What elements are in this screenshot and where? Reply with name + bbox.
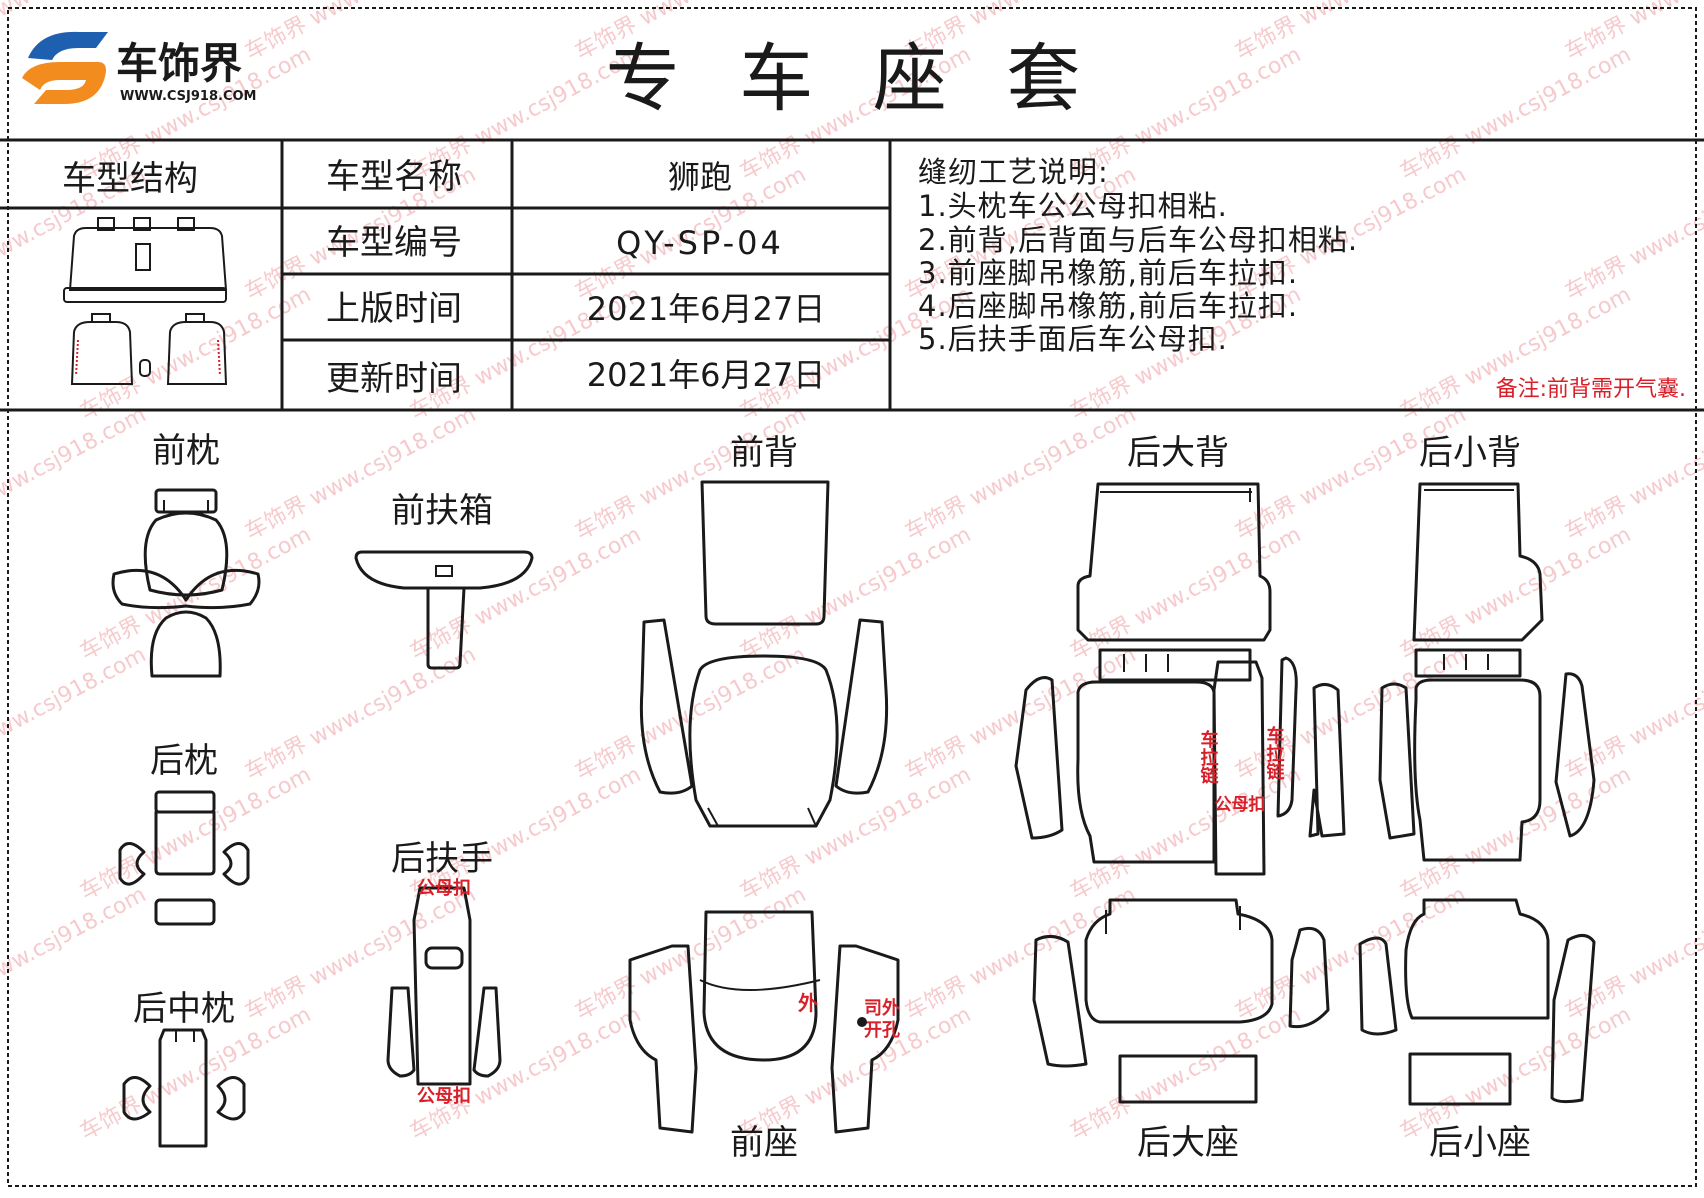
watermark-text: 车饰界 www.csj918.com bbox=[1561, 642, 1704, 785]
label-front-seat: 前座 bbox=[730, 1123, 798, 1163]
rear-big-back-pattern bbox=[1014, 482, 1346, 876]
rear-small-seat-pattern bbox=[1358, 898, 1596, 1106]
stamp-border bbox=[7, 7, 1697, 1187]
front-pillow-pattern bbox=[111, 488, 261, 678]
row-name-value: 狮跑 bbox=[668, 158, 732, 196]
annotation-driver-hole-1: 司外 bbox=[864, 997, 900, 1019]
row-release-label: 上版时间 bbox=[326, 289, 462, 329]
sewing-annotations: 公母扣 公母扣 公母扣 车拉链 车拉链 外 司外 开孔 bbox=[417, 725, 1285, 1107]
watermark-text: 车饰界 www.csj918.com bbox=[406, 1002, 645, 1145]
watermark-text: 车饰界 www.csj918.com bbox=[241, 642, 480, 785]
watermark-text: 车饰界 www.csj918.com bbox=[901, 402, 1140, 545]
brand-name: 车饰界 bbox=[116, 39, 242, 88]
rear-pillow-pattern bbox=[118, 790, 250, 926]
page-title: 专 车 座 套 bbox=[606, 36, 1099, 122]
car-structure-icon bbox=[63, 217, 228, 385]
row-update-label: 更新时间 bbox=[326, 359, 462, 399]
watermark-text: 车饰界 www.csj918.com bbox=[241, 882, 480, 1025]
note-item-2: 2.前背,后背面与后车公母扣相粘. bbox=[918, 223, 1358, 257]
rear-mid-pillow-pattern bbox=[122, 1028, 246, 1148]
watermark-text: 车饰界 www.csj918.com bbox=[901, 642, 1140, 785]
label-front-back: 前背 bbox=[730, 433, 798, 473]
watermark-text: 车饰界 www.csj918.com bbox=[1561, 0, 1704, 65]
watermark-text: 车饰界 www.csj918.com bbox=[0, 402, 150, 545]
row-update-value: 2021年6月27日 bbox=[587, 356, 826, 394]
annotation-zipper-right: 车拉链 bbox=[1264, 725, 1285, 781]
part-labels: 前枕 前扶箱 前背 后大背 后小背 后枕 后扶手 后中枕 前座 后大座 后小座 bbox=[133, 431, 1531, 1163]
watermark-text: 车饰界 www.csj918.com bbox=[1561, 162, 1704, 305]
label-rear-big-seat: 后大座 bbox=[1137, 1123, 1239, 1163]
label-rear-pillow: 后枕 bbox=[150, 741, 218, 781]
sewing-notes: 缝纫工艺说明: 1.头枕车公公母扣相粘. 2.前背,后背面与后车公母扣相粘. 3… bbox=[918, 155, 1686, 402]
label-front-armbox: 前扶箱 bbox=[391, 491, 493, 531]
annotation-driver-hole-2: 开孔 bbox=[864, 1020, 900, 1041]
brand-logo: 车饰界 WWW.CSJ918.COM bbox=[22, 31, 256, 104]
brand-url: WWW.CSJ918.COM bbox=[120, 89, 256, 104]
watermark-text: 车饰界 www.csj918.com bbox=[1561, 402, 1704, 545]
note-item-1: 1.头枕车公公母扣相粘. bbox=[918, 189, 1228, 223]
note-item-5: 5.后扶手面后车公母扣. bbox=[918, 322, 1228, 356]
label-rear-big-back: 后大背 bbox=[1127, 433, 1229, 473]
watermark-text: 车饰界 www.csj918.com bbox=[1561, 882, 1704, 1025]
note-item-3: 3.前座脚吊橡筋,前后车拉扣. bbox=[918, 256, 1298, 290]
note-item-4: 4.后座脚吊橡筋,前后车拉扣. bbox=[918, 289, 1298, 323]
watermark-text: 车饰界 www.csj918.com bbox=[1231, 882, 1470, 1025]
watermark-text: 车饰界 www.csj918.com bbox=[1396, 522, 1635, 665]
watermark-text: 车饰界 www.csj918.com bbox=[571, 402, 810, 545]
airbag-hole-dot bbox=[857, 1017, 867, 1027]
annotation-zipper-left: 车拉链 bbox=[1198, 729, 1219, 785]
front-armbox-pattern bbox=[354, 550, 534, 670]
front-seat-pattern bbox=[628, 910, 900, 1134]
logo-mark-icon bbox=[22, 31, 108, 104]
rear-big-seat-pattern bbox=[1032, 898, 1330, 1104]
structure-label: 车型结构 bbox=[62, 159, 198, 199]
watermark-text: 车饰界 www.csj918.com bbox=[406, 522, 645, 665]
label-rear-mid-pillow: 后中枕 bbox=[133, 989, 235, 1029]
label-rear-small-seat: 后小座 bbox=[1429, 1123, 1531, 1163]
watermark-text: 车饰界 www.csj918.com bbox=[736, 762, 975, 905]
annotation-snap-bottom: 公母扣 bbox=[417, 1085, 471, 1107]
watermark-text: 车饰界 www.csj918.com bbox=[1231, 402, 1470, 545]
watermark-text: 车饰界 www.csj918.com bbox=[1066, 762, 1305, 905]
front-back-pattern bbox=[639, 480, 889, 828]
watermark-text: 车饰界 www.csj918.com bbox=[76, 282, 315, 425]
label-rear-small-back: 后小背 bbox=[1419, 433, 1521, 473]
row-code-value: QY-SP-04 bbox=[616, 224, 784, 262]
row-release-value: 2021年6月27日 bbox=[587, 290, 826, 328]
watermark-text: 车饰界 www.csj918.com bbox=[0, 882, 150, 1025]
watermark-text: 车饰界 www.csj918.com bbox=[0, 642, 150, 785]
watermark-text: 车饰界 www.csj918.com bbox=[1396, 762, 1635, 905]
row-name-label: 车型名称 bbox=[326, 157, 462, 197]
rear-small-back-pattern bbox=[1378, 482, 1596, 862]
watermark-text: 车饰界 www.csj918.com bbox=[901, 882, 1140, 1025]
annotation-snap-rear: 公母扣 bbox=[1215, 794, 1266, 815]
label-rear-armrest: 后扶手 bbox=[391, 839, 493, 879]
annotation-snap-top: 公母扣 bbox=[417, 877, 471, 899]
label-front-pillow: 前枕 bbox=[152, 431, 220, 471]
row-code-label: 车型编号 bbox=[326, 223, 462, 263]
watermark-text: 车饰界 www.csj918.com bbox=[76, 762, 315, 905]
watermark-text: 车饰界 www.csj918.com bbox=[1396, 282, 1635, 425]
spec-table: 车型结构 车型名称 狮跑 车型编号 QY-SP-04 上版时间 2021年6月2… bbox=[62, 157, 825, 399]
annotation-outer: 外 bbox=[798, 991, 818, 1015]
notes-remark: 备注:前背需开气囊. bbox=[1496, 377, 1686, 402]
notes-heading: 缝纫工艺说明: bbox=[918, 155, 1109, 189]
rear-armrest-pattern bbox=[386, 886, 502, 1086]
watermark-text: 车饰界 www.csj918.com bbox=[1396, 42, 1635, 185]
